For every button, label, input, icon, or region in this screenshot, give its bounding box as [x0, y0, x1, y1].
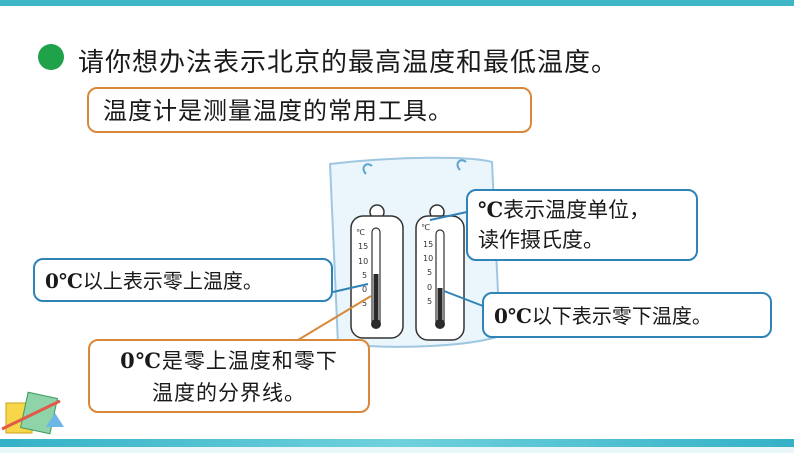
boundary-note-line2: 温度的分界线。 [152, 381, 306, 405]
left-tick-label: 5 [362, 271, 367, 280]
thermometer-illustration: ℃ 15 10 5 0 5 ℃ 15 10 5 0 5 [297, 156, 502, 348]
right-tick-label: 10 [423, 254, 433, 263]
hook-icon [456, 159, 467, 171]
celsius-symbol: ℃ [478, 197, 504, 222]
unit-callout: ℃表示温度单位， 读作摄氏度。 [466, 189, 698, 261]
below-zero-text: 以下表示零下温度。 [531, 304, 712, 328]
green-bullet-icon [38, 44, 64, 70]
right-tick-label: 5 [427, 297, 432, 306]
zero-degree-label: 0℃ [120, 348, 162, 373]
below-zero-callout: 0℃以下表示零下温度。 [482, 292, 772, 338]
unit-callout-line2: 读作摄氏度。 [478, 228, 604, 252]
above-zero-text: 以上表示零上温度。 [82, 269, 263, 293]
thermometer-left [350, 204, 404, 339]
left-tick-label: 0 [362, 285, 367, 294]
left-tick-label: 10 [358, 257, 368, 266]
right-unit-label: ℃ [421, 223, 430, 232]
pointer-line-below [443, 290, 484, 307]
pointer-line-unit [429, 211, 468, 221]
boundary-note-text: 是零上温度和零下 [161, 349, 338, 373]
thermometer-right [415, 204, 465, 341]
stationery-decoration-icon [1, 391, 64, 435]
bottom-strip [0, 439, 794, 447]
left-unit-label: ℃ [356, 228, 365, 237]
right-tick-label: 15 [423, 240, 433, 249]
left-tick-label: 5 [362, 299, 367, 308]
right-tick-label: 5 [427, 268, 432, 277]
unit-callout-line1: ℃表示温度单位， [478, 195, 686, 225]
hook-icon [362, 163, 373, 175]
right-tick-label: 0 [427, 283, 432, 292]
zero-degree-label: 0℃ [494, 304, 532, 328]
pointer-line-boundary [297, 295, 372, 341]
thermometer-tool-note: 温度计是测量温度的常用工具。 [87, 87, 532, 133]
left-tick-label: 15 [358, 242, 368, 251]
tool-note-text: 温度计是测量温度的常用工具。 [103, 97, 453, 125]
zero-degree-label: 0℃ [45, 269, 83, 293]
boundary-note-line1: 0℃是零上温度和零下 [100, 345, 358, 377]
page-heading: 请你想办法表示北京的最高温度和最低温度。 [78, 48, 619, 78]
above-zero-callout: 0℃以上表示零上温度。 [33, 258, 333, 302]
pointer-line-above [332, 283, 369, 293]
unit-callout-text: 表示温度单位， [503, 198, 651, 222]
boundary-note: 0℃是零上温度和零下 温度的分界线。 [88, 339, 370, 413]
